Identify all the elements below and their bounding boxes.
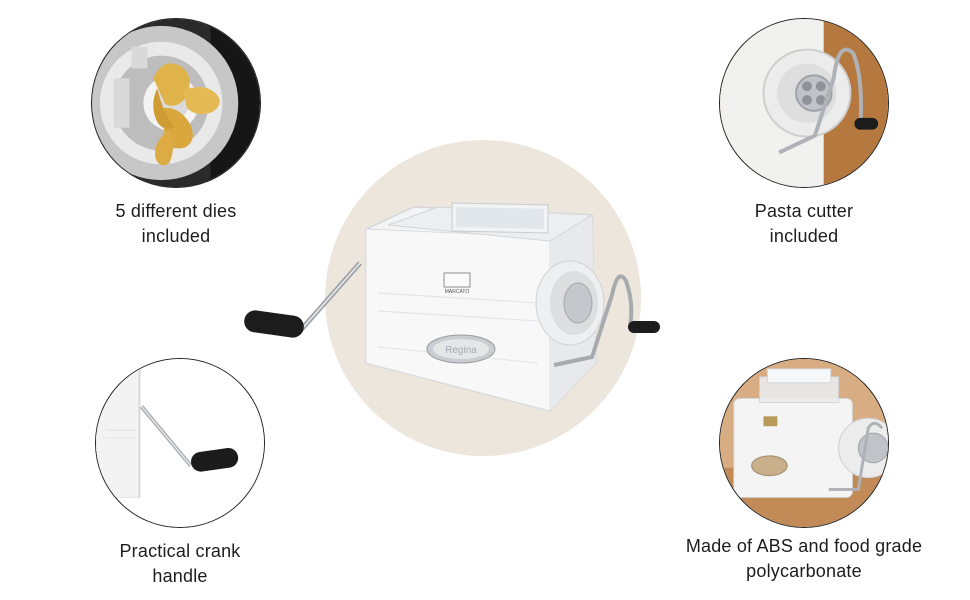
pasta-cutter-photo <box>720 19 888 187</box>
pasta-extruder-machine: MARCATO Regina <box>238 185 668 420</box>
cutter-caption-line-1: Pasta cutter <box>754 201 854 221</box>
material-photo-circle <box>719 358 889 528</box>
brand-logo-icon <box>443 272 471 288</box>
cutter-photo-circle <box>719 18 889 188</box>
cutter-caption: Pasta cutter included <box>694 199 914 249</box>
crank-caption: Practical crank handle <box>70 539 290 589</box>
dies-caption: 5 different dies included <box>66 199 286 249</box>
dies-caption-line-2: included <box>141 226 211 246</box>
crank-photo-circle <box>95 358 265 528</box>
brand-logo-text: MARCATO <box>445 289 470 295</box>
brand-nameplate-label: Regina <box>445 345 477 356</box>
material-caption-line-1: Made of ABS and food grade <box>685 536 923 556</box>
dies-caption-line-1: 5 different dies <box>115 201 237 221</box>
extruded-pasta-die-photo <box>92 19 260 187</box>
crank-caption-line-2: handle <box>152 566 208 586</box>
material-caption: Made of ABS and food grade polycarbonate <box>664 534 944 584</box>
crank-handle-photo <box>96 359 264 527</box>
dies-photo-circle <box>91 18 261 188</box>
crank-caption-line-1: Practical crank <box>119 541 241 561</box>
machine-body-photo <box>720 359 888 527</box>
right-handle-knob <box>628 321 660 333</box>
left-handle-knob <box>244 310 304 338</box>
cutter-caption-line-2: included <box>769 226 839 246</box>
material-caption-line-2: polycarbonate <box>746 561 862 581</box>
